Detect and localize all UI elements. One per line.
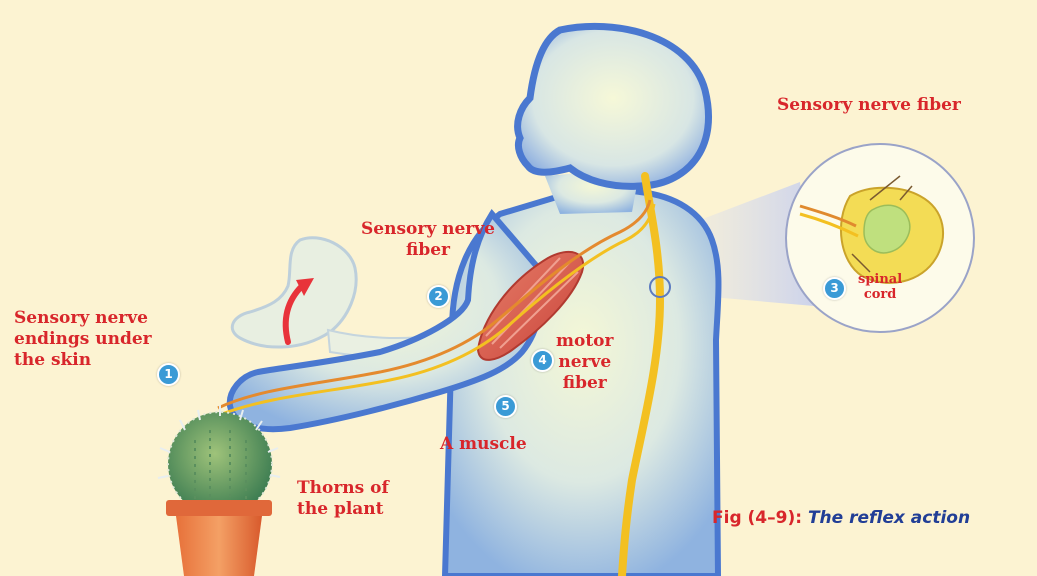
marker-4: 4 — [531, 349, 554, 372]
thorns-label: Thorns of the plant — [297, 478, 389, 520]
marker-5: 5 — [494, 395, 517, 418]
sensory-fiber-zoom-label: Sensory nerve fiber — [777, 95, 961, 116]
sensory-endings-label: Sensory nerve endings under the skin — [14, 308, 152, 371]
flower-pot — [166, 500, 272, 576]
muscle-label: A muscle — [440, 434, 527, 455]
motor-fiber-label: motor nerve fiber — [556, 331, 613, 394]
figure-number: Fig (4–9): — [712, 508, 802, 528]
spinal-cord-label: spinal cord — [858, 272, 902, 302]
marker-2: 2 — [427, 285, 450, 308]
figure-title: The reflex action — [802, 508, 970, 528]
cactus-plant — [158, 405, 280, 516]
marker-1: 1 — [157, 363, 180, 386]
spinal-cord-zoom — [786, 144, 974, 332]
figure-caption: Fig (4–9): The reflex action — [712, 508, 970, 528]
sensory-fiber-arm-label: Sensory nerve fiber — [361, 219, 495, 261]
marker-3: 3 — [823, 277, 846, 300]
